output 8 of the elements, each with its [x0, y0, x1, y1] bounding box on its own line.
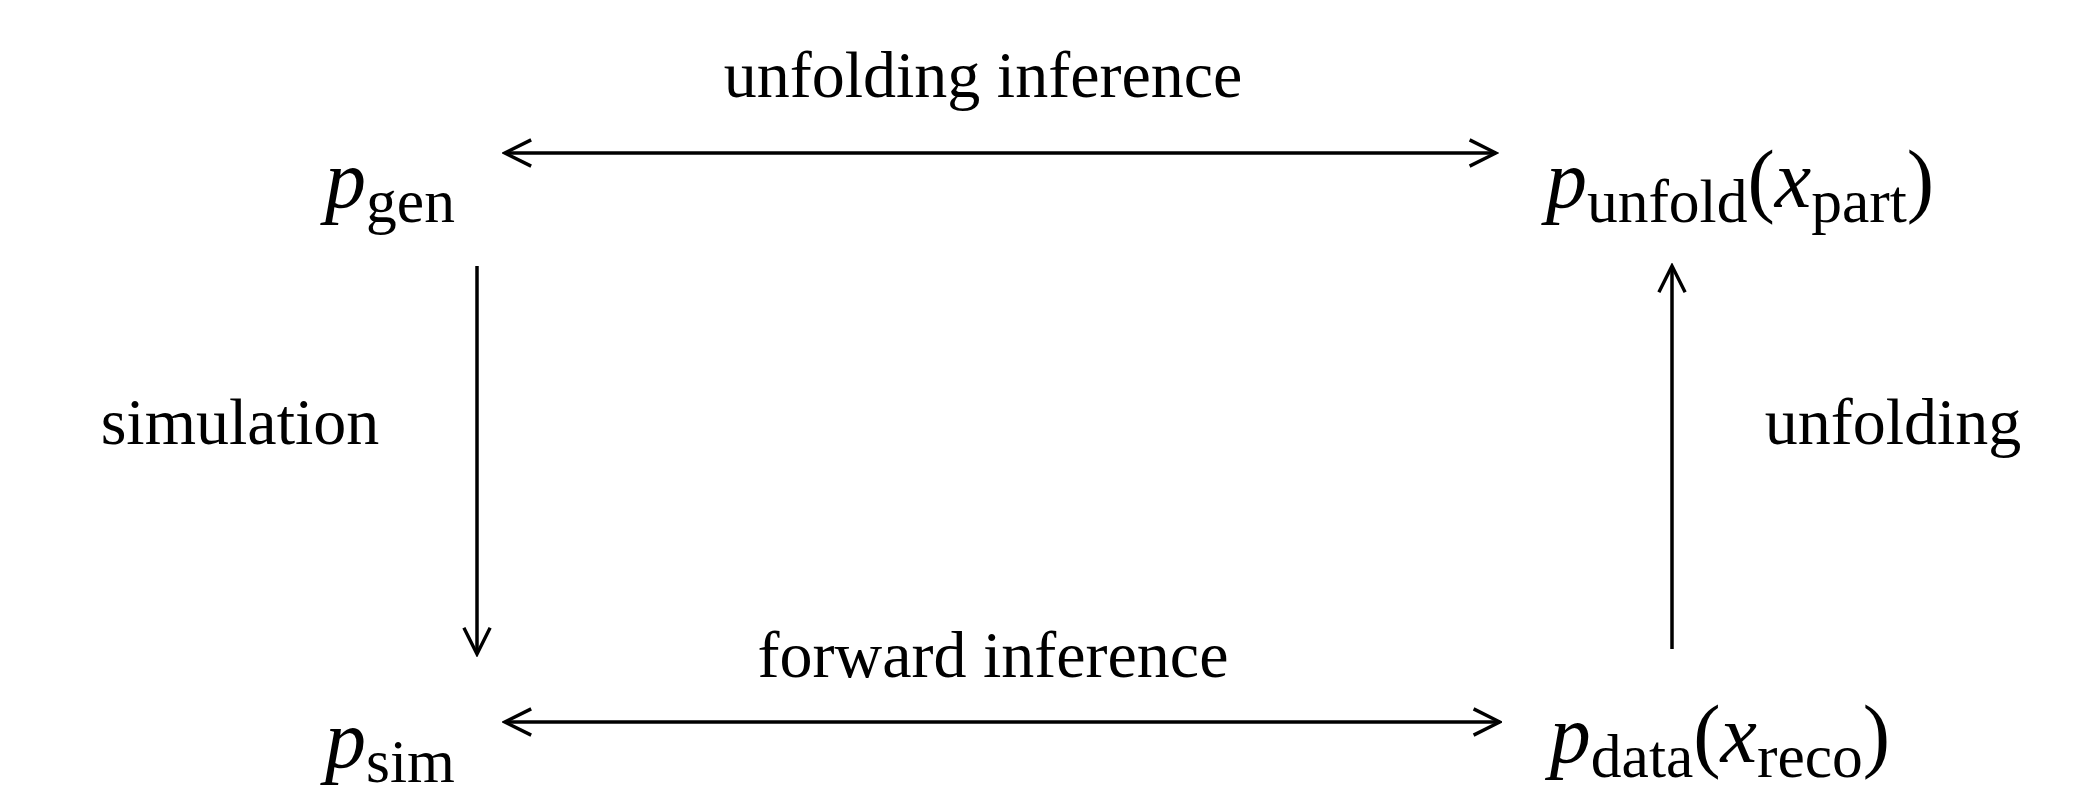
math-expression: p$_{gen}$	[275, 94, 505, 266]
arrow	[1657, 264, 1687, 649]
arrow	[462, 266, 492, 656]
math-expression: p$_{sim}$	[275, 654, 505, 785]
math-expression: p$_{unfold}$(x$_{part}$)	[1495, 94, 1985, 266]
math-expression: p$_{data}$(x$_{reco}$)	[1499, 649, 1941, 785]
arrow	[503, 138, 1498, 168]
arrow	[503, 707, 1502, 737]
